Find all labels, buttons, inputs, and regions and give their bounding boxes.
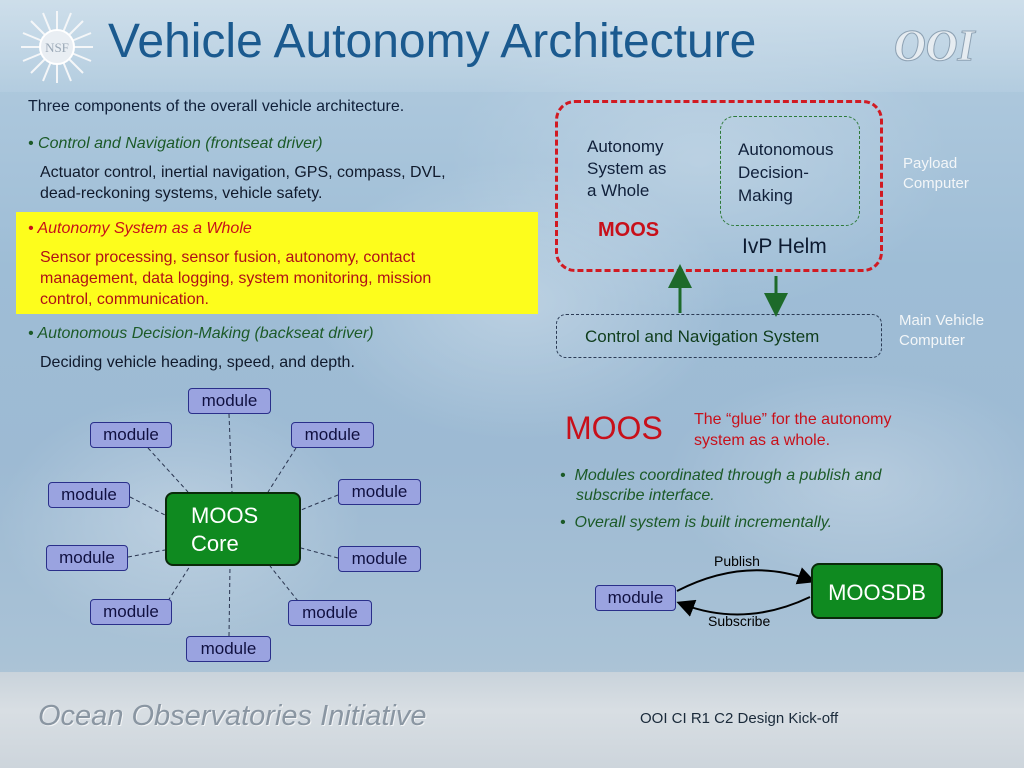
moos-bullet-2-text: Overall system is built incrementally. bbox=[574, 514, 833, 531]
bullet-autonomy-body-2: management, data logging, system monitor… bbox=[40, 270, 432, 287]
pubsub-module: module bbox=[595, 585, 676, 611]
hub-module-bottom-left: module bbox=[90, 599, 172, 625]
moos-core-line-2: Core bbox=[191, 531, 239, 556]
decision-label-line-1: Autonomous bbox=[738, 140, 834, 159]
moos-bullet-1-line-1: Modules coordinated through a publish an… bbox=[574, 467, 882, 484]
slide-title: Vehicle Autonomy Architecture bbox=[108, 15, 757, 68]
bullet-autonomy-body-1: Sensor processing, sensor fusion, autono… bbox=[40, 249, 416, 266]
bullet-autonomy-body-3: control, communication. bbox=[40, 291, 209, 308]
payload-label-line-1: Payload bbox=[903, 155, 958, 172]
control-navigation-label: Control and Navigation System bbox=[585, 327, 820, 346]
nsf-logo-text: NSF bbox=[45, 40, 69, 55]
moos-label: MOOS bbox=[598, 219, 660, 241]
publish-label: Publish bbox=[714, 553, 760, 569]
footer-meeting: OOI CI R1 C2 Design Kick-off bbox=[640, 710, 839, 727]
moos-bullet-2: • Overall system is built incrementally. bbox=[560, 514, 833, 531]
bullet-autonomy-head-text: Autonomy System as a Whole bbox=[37, 220, 252, 237]
glue-line-1: The “glue” for the autonomy bbox=[694, 411, 892, 428]
decision-making-boundary bbox=[720, 116, 860, 226]
main-label-line-2: Computer bbox=[899, 332, 965, 349]
hub-module-lower-left: module bbox=[46, 545, 128, 571]
moos-core-box: MOOS Core bbox=[165, 492, 301, 566]
hub-module-left: module bbox=[48, 482, 130, 508]
subscribe-arrow bbox=[676, 596, 811, 617]
bullet-decision-head-text: Autonomous Decision-Making (backseat dri… bbox=[37, 325, 374, 342]
payload-label-line-2: Computer bbox=[903, 175, 969, 192]
hub-spokes bbox=[127, 413, 339, 637]
hub-module-bottom-right: module bbox=[288, 600, 372, 626]
main-label-line-1: Main Vehicle bbox=[899, 312, 985, 329]
autonomy-label-line-2: System as bbox=[587, 159, 667, 178]
moos-bullet-1-line-2: subscribe interface. bbox=[576, 487, 715, 504]
bullet-decision-head: • Autonomous Decision-Making (backseat d… bbox=[28, 325, 374, 342]
footer-brand: Ocean Observatories Initiative bbox=[38, 700, 427, 732]
autonomy-system-label: Autonomy System as a Whole bbox=[587, 136, 666, 202]
hub-module-upper-right: module bbox=[291, 422, 374, 448]
bullet-autonomy-head: • Autonomy System as a Whole bbox=[28, 220, 252, 237]
bullet-control-body-1: Actuator control, inertial navigation, G… bbox=[40, 164, 446, 181]
footer-band bbox=[0, 672, 1024, 768]
moosdb-box: MOOSDB bbox=[811, 563, 943, 619]
hub-module-upper-left: module bbox=[90, 422, 172, 448]
subscribe-label: Subscribe bbox=[708, 613, 771, 629]
bullet-control-body-2: dead-reckoning systems, vehicle safety. bbox=[40, 185, 323, 202]
nsf-logo: NSF bbox=[21, 11, 93, 83]
intro-text: Three components of the overall vehicle … bbox=[28, 98, 405, 115]
header-band bbox=[0, 0, 1024, 92]
moos-core-line-1: MOOS bbox=[191, 503, 259, 528]
decision-making-label: Autonomous Decision- Making bbox=[738, 138, 833, 207]
bullet-control-head-text: Control and Navigation (frontseat driver… bbox=[38, 135, 323, 152]
autonomy-label-line-3: a Whole bbox=[587, 181, 650, 200]
ooi-logo: OOI bbox=[894, 21, 978, 69]
autonomy-label-line-1: Autonomy bbox=[587, 137, 664, 156]
ivp-helm-label: IvP Helm bbox=[742, 235, 827, 258]
moos-glue-text: The “glue” for the autonomy system as a … bbox=[694, 409, 891, 451]
hub-module-right: module bbox=[338, 479, 421, 505]
moos-bullet-1: • Modules coordinated through a publish … bbox=[560, 467, 882, 504]
decision-label-line-3: Making bbox=[738, 186, 793, 205]
highlight-box bbox=[16, 212, 538, 314]
bullet-control-head: • Control and Navigation (frontseat driv… bbox=[28, 135, 323, 152]
bullet-decision-body-1: Deciding vehicle heading, speed, and dep… bbox=[40, 354, 355, 371]
publish-arrow bbox=[676, 567, 816, 592]
ooi-logo-text: OOI bbox=[894, 21, 977, 68]
control-navigation-box bbox=[556, 314, 882, 358]
moos-heading: MOOS bbox=[565, 410, 663, 446]
main-vehicle-computer-label: Main Vehicle Computer bbox=[899, 311, 984, 351]
hub-module-top: module bbox=[188, 388, 271, 414]
payload-computer-boundary bbox=[555, 100, 883, 272]
payload-computer-label: Payload Computer bbox=[903, 154, 969, 194]
hub-module-bottom: module bbox=[186, 636, 271, 662]
hub-module-lower-right: module bbox=[338, 546, 421, 572]
glue-line-2: system as a whole. bbox=[694, 432, 831, 449]
decision-label-line-2: Decision- bbox=[738, 163, 809, 182]
